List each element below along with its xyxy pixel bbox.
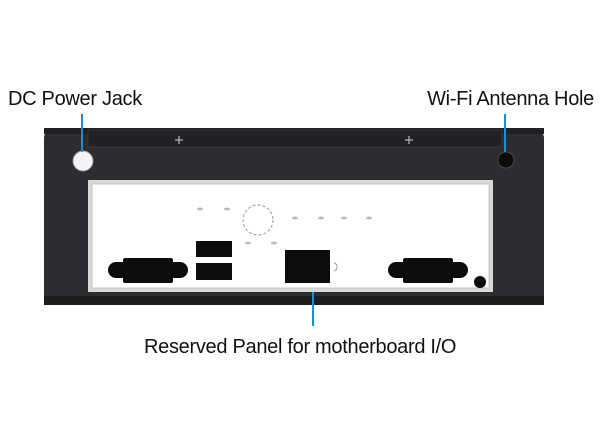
dc-power-jack <box>72 150 94 172</box>
screw-holes <box>197 207 372 245</box>
usb-port <box>196 241 232 257</box>
dc-leader-line <box>81 114 83 152</box>
led-indicator <box>333 262 338 272</box>
dc-power-jack-label: DC Power Jack <box>8 88 142 110</box>
serial-port-right <box>388 258 468 283</box>
usb-port <box>196 263 232 280</box>
screw-icon <box>175 136 183 144</box>
reserved-panel-label: Reserved Panel for motherboard I/O <box>144 336 457 358</box>
wifi-leader-line <box>504 114 506 152</box>
serial-port-left <box>108 258 188 283</box>
lan-port <box>285 250 330 283</box>
top-recess <box>87 129 503 148</box>
panel-leader-line <box>312 292 314 326</box>
round-port <box>474 276 486 288</box>
chassis-bottom-edge <box>44 296 544 305</box>
knockout-circle <box>242 204 274 236</box>
wifi-antenna-hole <box>497 151 515 169</box>
wifi-antenna-hole-label: Wi-Fi Antenna Hole <box>427 88 594 110</box>
screw-icon <box>405 136 413 144</box>
